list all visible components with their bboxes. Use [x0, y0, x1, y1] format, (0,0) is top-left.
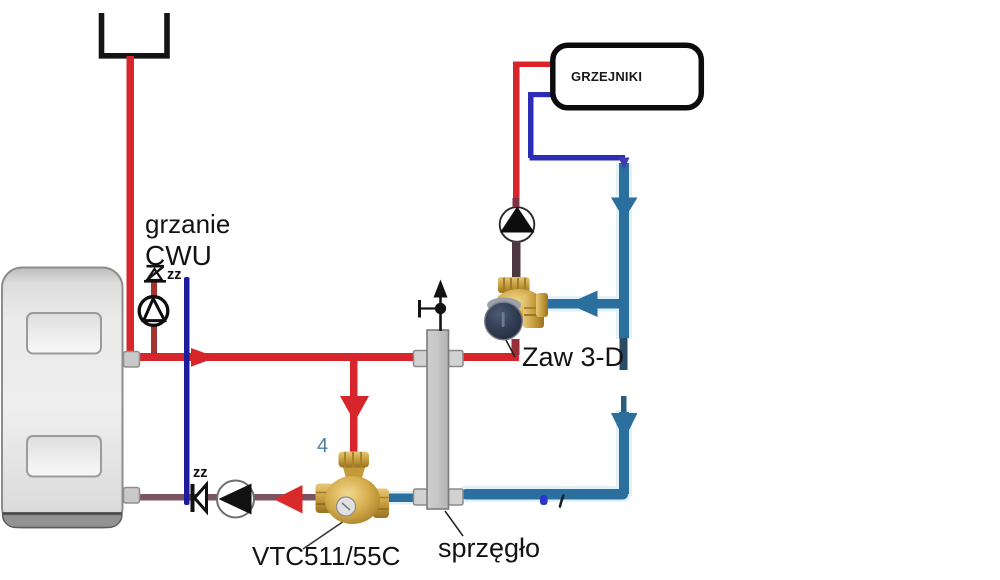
svg-text:zz: zz [167, 267, 182, 283]
svg-text:grzanie: grzanie [145, 209, 230, 239]
svg-text:4: 4 [317, 435, 328, 457]
svg-text:Zaw 3-D: Zaw 3-D [522, 342, 624, 372]
svg-text:GRZEJNIKI: GRZEJNIKI [571, 69, 642, 84]
svg-text:VTC511/55C: VTC511/55C [252, 541, 400, 571]
svg-text:sprzęgło: sprzęgło [438, 533, 540, 563]
svg-text:zz: zz [193, 465, 208, 481]
